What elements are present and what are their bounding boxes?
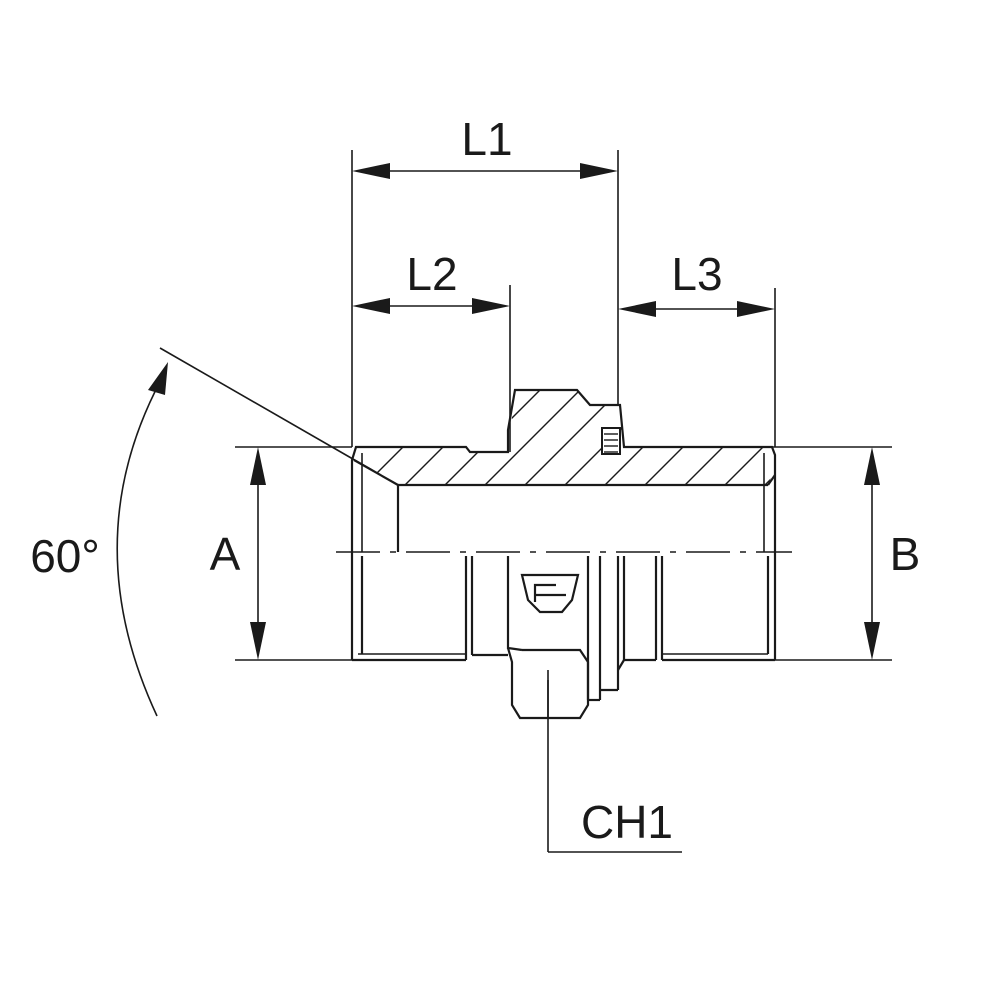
cone-seat-line (353, 459, 399, 486)
l3-arrow-left (618, 301, 656, 317)
dimension-l3: L3 (618, 248, 776, 447)
a-arrow-bottom (250, 622, 266, 660)
dimension-ch1: CH1 (547, 680, 682, 853)
dimension-a: A (210, 447, 266, 660)
a-label: A (210, 528, 241, 580)
section-hatching (354, 390, 772, 485)
dimension-l2: L2 (352, 248, 511, 452)
angle-arc (116, 377, 163, 717)
angle-arrow (148, 362, 168, 395)
b-arrow-top (864, 447, 880, 485)
o-ring (601, 427, 621, 455)
bore-chamfer-right (767, 474, 776, 486)
hex-body (472, 556, 626, 720)
l3-arrow-right (737, 301, 775, 317)
angle-dimension: 60° (30, 347, 373, 717)
diameter-extension-lines (235, 446, 892, 661)
l2-arrow-left (352, 298, 390, 314)
l1-arrow-right (580, 163, 618, 179)
l2-label: L2 (406, 248, 457, 300)
angle-label: 60° (30, 530, 100, 582)
l3-label: L3 (671, 248, 722, 300)
l2-arrow-right (472, 298, 510, 314)
dimension-l1: L1 (351, 113, 619, 447)
right-thread (624, 556, 775, 662)
fitting-body (336, 388, 792, 720)
left-thread (352, 556, 474, 662)
a-arrow-top (250, 447, 266, 485)
ch1-label: CH1 (581, 796, 673, 848)
cone-angle-leader (159, 347, 373, 471)
o-ring-fill (604, 433, 618, 453)
fitting-outline (350, 388, 777, 660)
b-arrow-bottom (864, 622, 880, 660)
b-label: B (890, 528, 921, 580)
hex-flat-symbol (520, 573, 580, 614)
l1-arrow-left (352, 163, 390, 179)
dimension-b: B (864, 447, 920, 660)
l1-label: L1 (461, 113, 512, 165)
